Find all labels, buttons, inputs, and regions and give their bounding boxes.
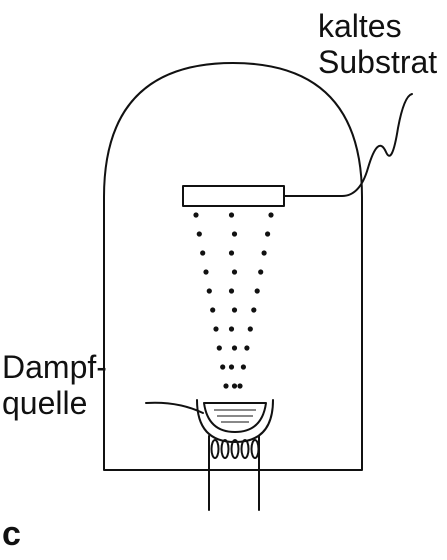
molten-material: [214, 409, 256, 423]
vapor-particle: [228, 212, 235, 218]
vapor-particle: [213, 326, 219, 332]
vapor-particle: [220, 364, 226, 370]
substrate-lead: [283, 93, 413, 197]
vapor-particle: [216, 345, 222, 351]
evaporation-boat: [203, 402, 267, 433]
vapor-particle: [231, 383, 238, 389]
vapor-particle: [228, 364, 235, 370]
heater-filament: [210, 439, 260, 459]
vapor-particle: [231, 231, 238, 237]
vapor-particle: [244, 345, 250, 351]
vapor-particle: [228, 288, 235, 294]
vapor-particles: [193, 212, 274, 389]
vapor-particle: [258, 269, 264, 275]
source-lead: [145, 401, 204, 414]
vapor-particle: [247, 326, 253, 332]
vapor-particle: [231, 307, 238, 313]
crucible: [196, 399, 274, 443]
vapor-particle: [228, 326, 235, 332]
vapor-particle: [200, 250, 206, 256]
vapor-particle: [203, 269, 209, 275]
vapor-particle: [206, 288, 212, 294]
vapor-particle: [265, 231, 271, 237]
vapor-particle: [237, 383, 243, 389]
vapor-particle: [210, 307, 216, 313]
vapor-source-label-line1: Dampf-: [2, 349, 107, 385]
vapor-particle: [231, 269, 238, 275]
vapor-particle: [231, 345, 238, 351]
substrate-label-line2: Substrat: [318, 44, 438, 80]
vapor-particle: [223, 383, 229, 389]
vapor-source-label: Dampf- quelle: [2, 349, 107, 421]
substrate-plate: [182, 185, 285, 207]
panel-label: c: [2, 515, 21, 553]
vapor-source-label-line2: quelle: [2, 385, 88, 421]
substrate-label-line1: kaltes: [318, 8, 402, 44]
bell-jar: [103, 62, 363, 471]
vapor-particle: [251, 307, 257, 313]
vapor-particle: [196, 231, 202, 237]
vapor-particle: [240, 364, 246, 370]
vapor-particle: [193, 212, 199, 218]
vapor-particle: [254, 288, 260, 294]
vapor-particle: [228, 250, 235, 256]
vapor-particle: [268, 212, 274, 218]
substrate-label: kaltes Substrat: [318, 8, 437, 80]
vapor-particle: [261, 250, 267, 256]
